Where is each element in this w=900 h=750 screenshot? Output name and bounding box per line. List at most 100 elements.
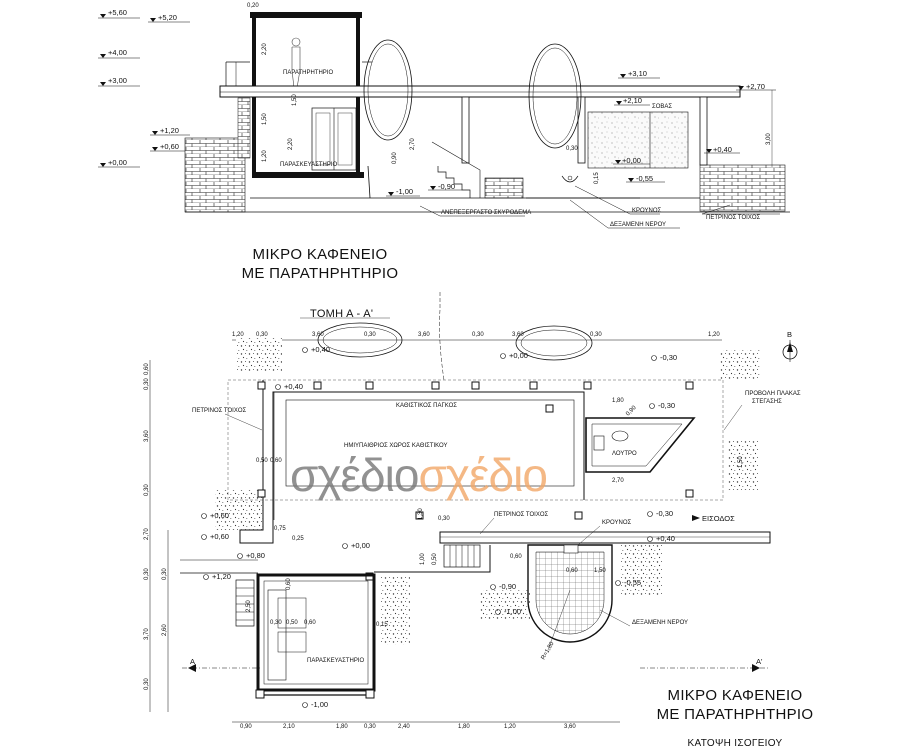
level-text: +0,40 [656, 534, 675, 543]
north-arrow-icon: Β [782, 330, 798, 362]
section-title-line1: ΜΙΚΡΟ ΚΑΦΕΝΕΙΟ [252, 246, 388, 263]
level-text: +0,80 [246, 551, 265, 560]
callout-text: ΑΝΕΠΕΞΕΡΓΑΣΤΟ ΣΚΥΡΟΔΕΜΑ [441, 210, 531, 216]
wc-label: ΛΟΥΤΡΟ [612, 451, 637, 457]
dimension-text: 3,60 [418, 332, 430, 338]
level-marker: -0,90 [428, 182, 462, 191]
dimension-text: 1,20 [262, 150, 268, 162]
level-text: +0,40 [713, 145, 732, 154]
level-text: +0,60 [160, 142, 179, 151]
dimension-text: 2,70 [612, 478, 624, 484]
seating-area-outline [285, 399, 575, 487]
plan-levels: +0,40 +0,40 +0,00 -0,30 -0,30 +0,60 +0,6… [201, 345, 677, 709]
steps-left [235, 579, 255, 627]
fountain [561, 175, 579, 183]
gravel-patch [236, 338, 282, 372]
dimension-text: 3,60 [312, 332, 324, 338]
watermark-text-1: σχέδιο [290, 449, 419, 501]
level-marker: +2,10 [614, 96, 650, 106]
inner-dimensions: 1,80 0,90 2,70 0,50 0,60 0,75 0,25 0,30 … [246, 398, 744, 661]
level-marker: +0,60 [201, 532, 229, 541]
dimension-text: 2,60 [162, 624, 168, 636]
level-text: -0,55 [636, 174, 653, 183]
level-marker: +0,00 [342, 541, 370, 550]
dimension-text: 0,30 [472, 332, 484, 338]
dimension-text: 1,80 [612, 398, 624, 404]
stone-wall-center [439, 531, 771, 544]
level-marker: -0,90 [490, 582, 516, 591]
dimension-text: 0,15 [594, 172, 600, 184]
label-seating-area: ΗΜΙΥΠΑΙΘΡΙΟΣ ΧΩΡΟΣ ΚΑΘΙΣΤΙΚΟΥ [344, 443, 447, 449]
dimension-text: 0,30 [590, 332, 602, 338]
level-marker: -0,55 [615, 578, 641, 587]
enclosure-wall [239, 380, 585, 544]
label-stone-wall-center: ΠΕΤΡΙΝΟΣ ΤΟΙΧΟΣ [494, 512, 548, 518]
dimension-text: 1,50 [594, 568, 606, 574]
stone-wall-right [699, 164, 786, 212]
dimension-chain-bottom: 0,90 2,10 1,80 0,30 2,40 1,80 1,20 3,60 [232, 721, 620, 730]
roof-slab [219, 85, 741, 98]
dimension-chain-top: 1,20 0,30 3,60 0,30 3,60 0,30 3,60 0,30 … [232, 332, 722, 341]
level-marker: +5,60 [98, 8, 140, 19]
roof-projection [227, 379, 724, 501]
callout-concrete: ΑΝΕΠΕΞΕΡΓΑΣΤΟ ΣΚΥΡΟΔΕΜΑ [419, 205, 531, 217]
section-drawing: +5,60 +4,00 +3,00 +1,20 +0,60 +0,00 [98, 3, 790, 229]
level-marker: +0,00 [500, 351, 528, 360]
level-markers-left: +5,60 +4,00 +3,00 +1,20 +0,60 +0,00 [98, 8, 190, 168]
level-text: -0,90 [499, 582, 516, 591]
callout-text: ΔΕΞΑΜΕΝΗ ΝΕΡΟΥ [610, 222, 666, 228]
level-text: +2,70 [746, 82, 765, 91]
dimension-text: 0,30 [566, 146, 578, 152]
oval-opening [363, 39, 413, 141]
watermark-text-2: σχέδιο [418, 449, 547, 501]
level-marker: -0,30 [649, 401, 675, 410]
stove-label: ΣΟΒΑΣ [652, 104, 672, 110]
level-marker: -0,55 [626, 174, 665, 183]
level-marker: +0,40 [275, 382, 303, 391]
wc-room: ΛΟΥΤΡΟ [585, 417, 696, 473]
level-text: -1,00 [311, 700, 328, 709]
stone-wall-mid [484, 177, 524, 199]
dimension-text: 2,40 [398, 724, 410, 730]
section-title-line2: ΜΕ ΠΑΡΑΤΗΡΗΤΗΡΙΟ [241, 265, 399, 282]
dimension-text: 0,60 [304, 620, 316, 626]
callout-text: ΠΕΤΡΙΝΟΣ ΤΟΙΧΟΣ [706, 215, 760, 221]
gravel-patch [380, 575, 410, 645]
section-cut-label: ΤΟΜΗ Α - Α' [310, 308, 374, 320]
dimension-text: 0,30 [364, 332, 376, 338]
column [461, 96, 470, 164]
plan-title-line1: ΜΙΚΡΟ ΚΑΦΕΝΕΙΟ [667, 687, 803, 704]
column [699, 96, 708, 166]
dimension-text: 0,30 [438, 516, 450, 522]
level-text: -0,55 [624, 578, 641, 587]
dimension-text: 0,30 [144, 378, 150, 390]
level-text: +4,00 [108, 48, 127, 57]
dimension-text: 3,60 [512, 332, 524, 338]
dimension-text: 0,90 [625, 404, 638, 417]
lower-wall [374, 545, 491, 573]
level-text: +0,60 [210, 532, 229, 541]
north-label: Β [787, 330, 792, 339]
level-marker: +1,20 [150, 126, 190, 136]
dimension-text: 1,50 [738, 456, 744, 468]
level-marker: +0,40 [704, 145, 740, 154]
level-marker: +4,00 [98, 48, 140, 59]
dimension-text: 2,10 [283, 724, 295, 730]
stove-area [587, 111, 689, 169]
dimension-text: 0,60 [566, 568, 578, 574]
dimension-text: 1,80 [336, 724, 348, 730]
level-text: +0,00 [622, 156, 641, 165]
cut-label-left: Α [190, 657, 195, 666]
label-stone-wall-left: ΠΕΤΡΙΝΟΣ ΤΟΙΧΟΣ [192, 408, 246, 414]
dimension-text: 0,20 [247, 3, 259, 9]
callout-stone-wall: ΠΕΤΡΙΝΟΣ ΤΟΙΧΟΣ [701, 204, 780, 221]
level-text: +1,20 [212, 572, 231, 581]
level-marker: +0,00 [613, 156, 650, 165]
dimension-text: 0,75 [274, 526, 286, 532]
level-marker: +0,40 [302, 345, 330, 354]
callout-text: ΚΡΟΥΝΟΣ [632, 208, 661, 214]
dimension-text: 0,90 [240, 724, 252, 730]
level-text: +3,00 [108, 76, 127, 85]
stone-wall-left [184, 137, 246, 213]
dimension-text: 0,25 [292, 536, 304, 542]
